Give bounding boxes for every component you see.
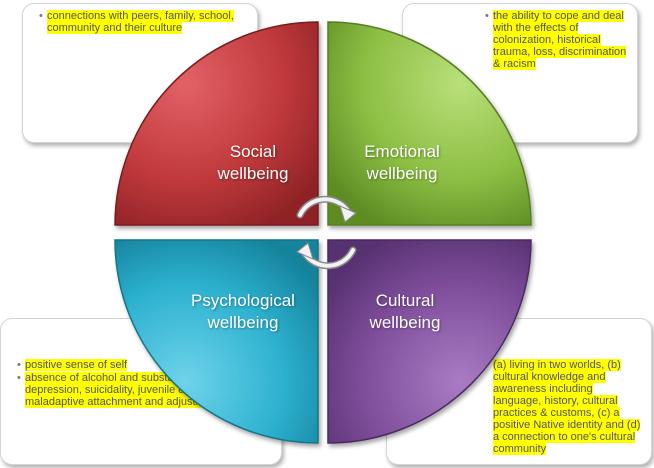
social-note-item: connections with peers, family, school, … [39, 10, 249, 34]
social-title: Social [229, 142, 277, 161]
social-quadrant [114, 21, 319, 226]
circular-arrows-icon [296, 195, 357, 270]
emotional-subtitle: wellbeing [366, 164, 438, 183]
emotional-label: Emotional wellbeing [327, 141, 477, 185]
social-label: Social wellbeing [178, 141, 328, 185]
emotional-note: the ability to cope and deal with the ef… [402, 3, 638, 143]
psychological-subtitle: wellbeing [207, 313, 279, 332]
cultural-title: Cultural [375, 291, 435, 310]
emotional-quadrant [327, 21, 532, 226]
psychological-note-item-1: positive sense of self [17, 359, 273, 371]
psychological-title: Psychological [191, 291, 295, 310]
social-subtitle: wellbeing [217, 164, 289, 183]
psychological-label: Psychological wellbeing [168, 290, 318, 334]
emotional-note-item: the ability to cope and deal with the ef… [485, 10, 629, 70]
cultural-quadrant [327, 239, 532, 444]
cultural-label: Cultural wellbeing [330, 290, 480, 334]
psychological-quadrant [114, 239, 319, 444]
cultural-subtitle: wellbeing [369, 313, 441, 332]
emotional-title: Emotional [364, 142, 440, 161]
cultural-note-item: (a) living in two worlds, (b) cultural k… [485, 359, 643, 455]
